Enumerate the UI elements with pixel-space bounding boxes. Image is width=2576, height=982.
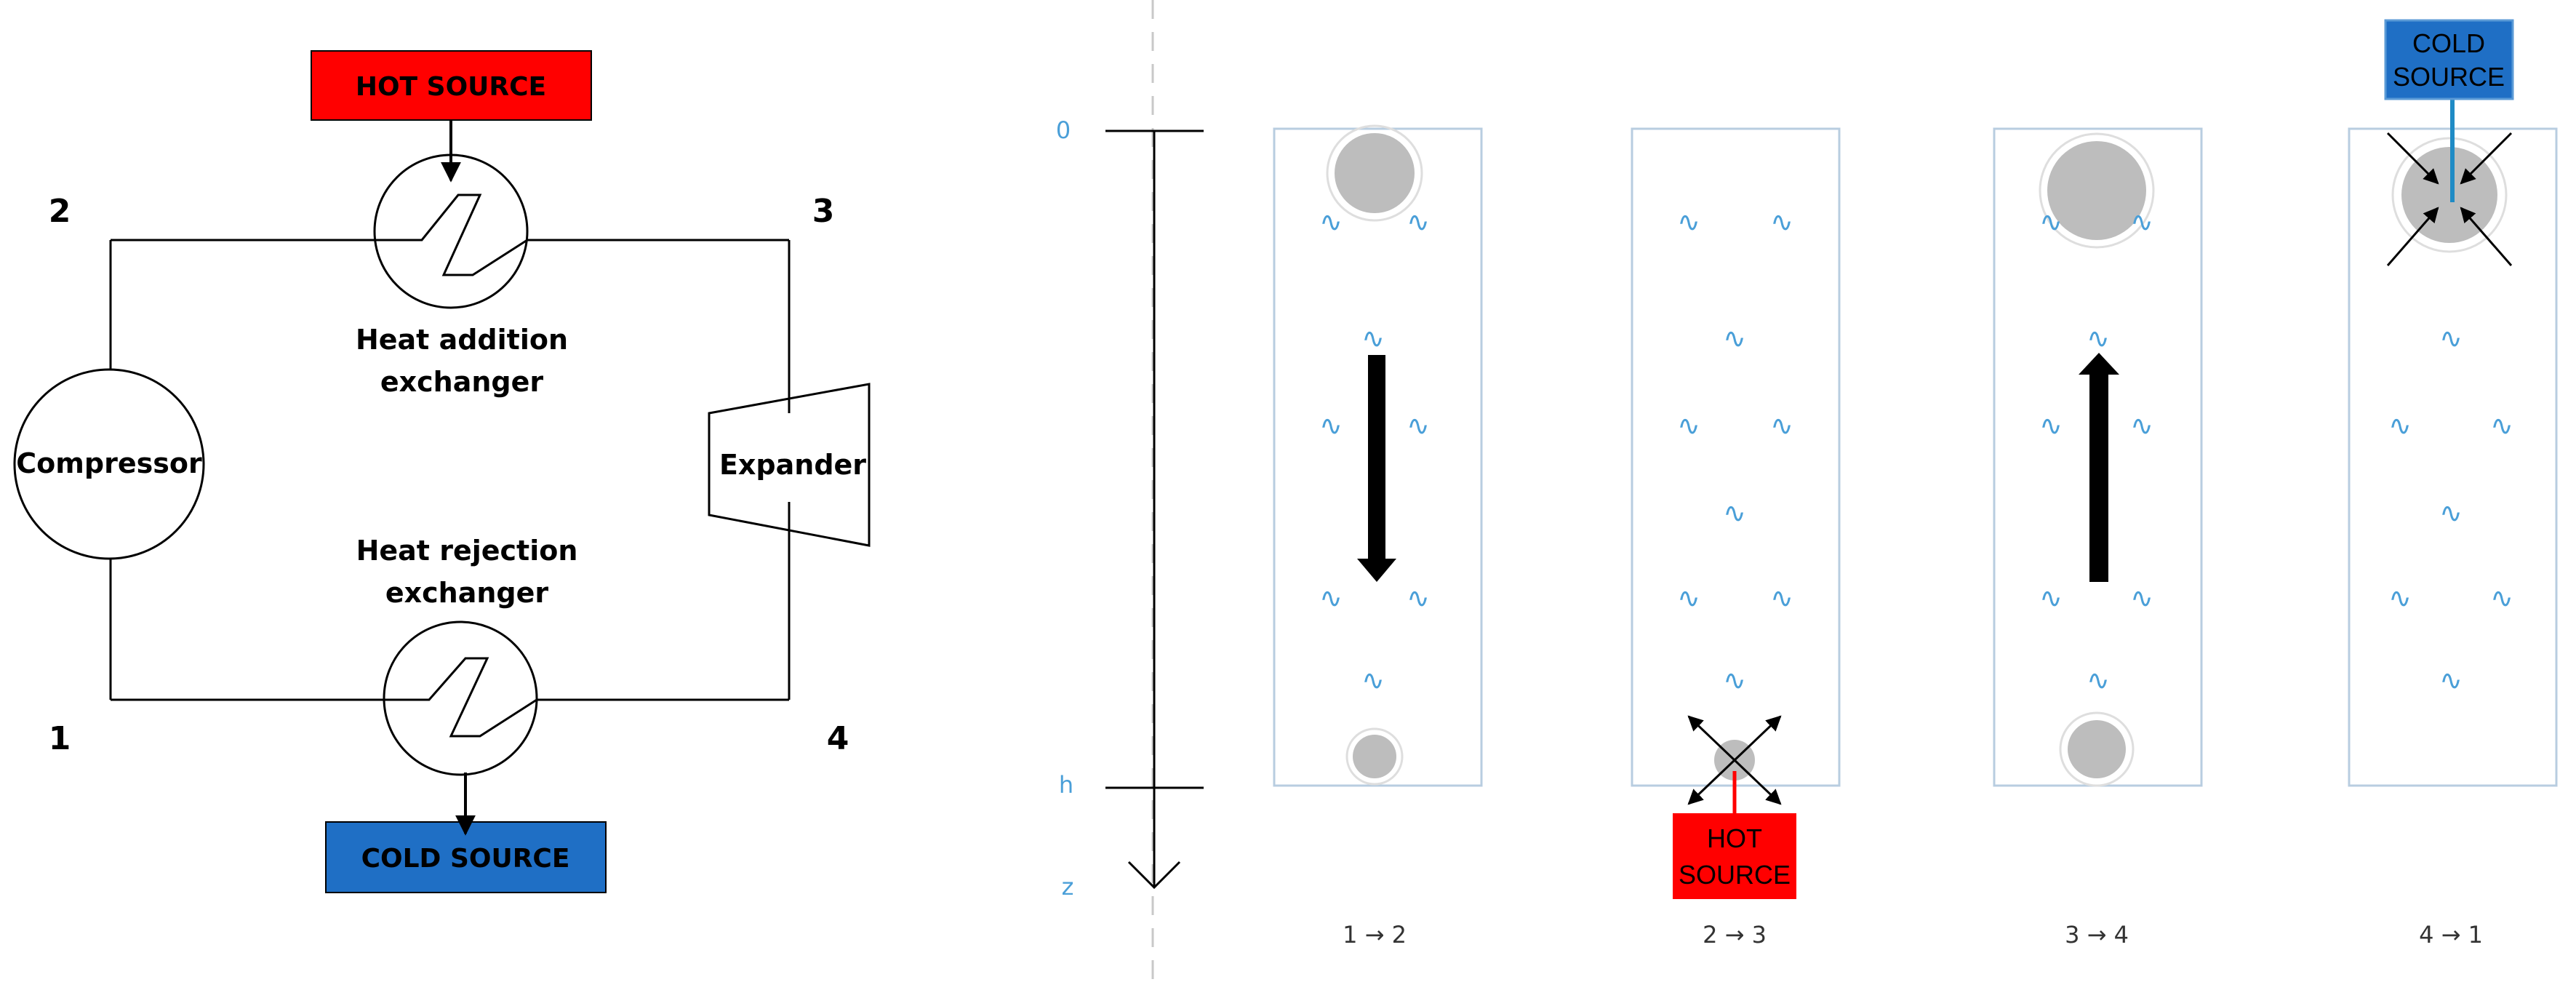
wave-marker: ∿ — [1319, 206, 1343, 238]
compressor-circle — [13, 368, 205, 560]
bubble-large-3 — [2391, 137, 2508, 253]
wave-marker: ∿ — [1770, 410, 1793, 442]
arrow-up-shaft — [2089, 375, 2108, 582]
wave-marker: ∿ — [2490, 582, 2513, 614]
wave-marker: ∿ — [1407, 582, 1430, 614]
tube-hot-source-line2: SOURCE — [1679, 860, 1791, 890]
heat-rejection-exchanger-circle — [383, 620, 538, 776]
bubble-large-2-fill — [2047, 141, 2146, 240]
wave-marker: ∿ — [2439, 664, 2463, 696]
state-point-3: 3 — [812, 193, 835, 230]
wave-marker: ∿ — [2490, 410, 2513, 442]
heat-rejection-exchanger-coil — [384, 657, 537, 738]
cycle-schematic — [13, 153, 871, 776]
wave-markers: ∿ ∿ ∿ ∿ ∿ ∿ ∿ ∿ ∿ ∿ ∿ ∿ ∿ ∿ ∿ ∿ ∿ ∿ ∿ ∿ ∿ ∿ ∿ ∿ ∿ ∿ ∿ ∿ ∿ ∿ ∿ ∿ — [1319, 206, 2513, 696]
wave-marker: ∿ — [2439, 322, 2463, 354]
compressor-label: Compressor — [16, 447, 202, 479]
tube-cold-source-line1: COLD — [2412, 28, 2485, 58]
wave-marker: ∿ — [1677, 582, 1700, 614]
hot-source-label: HOT SOURCE — [356, 72, 546, 102]
wave-marker: ∿ — [1770, 582, 1793, 614]
bubble-small-2-fill — [2068, 720, 2126, 778]
arrow-up-head — [2079, 353, 2119, 375]
wave-marker: ∿ — [1319, 410, 1343, 442]
wave-marker: ∿ — [1677, 206, 1700, 238]
heat-rejection-label-line1: Heat rejection — [356, 535, 578, 567]
bubble-large-2 — [2039, 132, 2155, 249]
expander-trapezoid — [708, 383, 871, 547]
state-point-2: 2 — [49, 193, 71, 230]
step-label-2: 2 → 3 — [1703, 921, 1767, 949]
wave-marker: ∿ — [2439, 497, 2463, 529]
wave-marker: ∿ — [1407, 410, 1430, 442]
wave-marker: ∿ — [1723, 497, 1746, 529]
wave-marker: ∿ — [2388, 410, 2412, 442]
bubble-small-2 — [2059, 711, 2135, 787]
wave-marker: ∿ — [1723, 664, 1746, 696]
wave-marker: ∿ — [1770, 206, 1793, 238]
axis-label-0: 0 — [1056, 116, 1071, 144]
hot-source-box — [311, 50, 592, 121]
wave-marker: ∿ — [1723, 322, 1746, 354]
cold-source-label: COLD SOURCE — [361, 844, 570, 874]
expander-label: Expander — [719, 449, 866, 481]
bubble-large — [1326, 124, 1423, 222]
wave-marker: ∿ — [1319, 582, 1343, 614]
bubble-large-fill — [1335, 133, 1415, 213]
step-label-4: 4 → 1 — [2419, 921, 2483, 949]
tube-hot-source-line1: HOT — [1707, 823, 1762, 853]
bubble-small-fill — [1353, 735, 1396, 778]
wave-marker: ∿ — [2039, 206, 2063, 238]
step-label-3: 3 → 4 — [2065, 921, 2129, 949]
wave-marker: ∿ — [1407, 206, 1430, 238]
wave-marker: ∿ — [1677, 410, 1700, 442]
compression-arrows — [2386, 132, 2513, 266]
heat-addition-exchanger-coil — [375, 193, 528, 276]
z-axis — [1105, 129, 1204, 890]
expansion-arrows — [1687, 715, 1782, 805]
heat-addition-label-line1: Heat addition — [356, 324, 568, 356]
arrow-down-shaft — [1368, 355, 1385, 559]
wave-marker: ∿ — [2130, 410, 2153, 442]
wave-marker: ∿ — [1361, 322, 1385, 354]
tube-1 — [1273, 127, 1483, 787]
step-label-1: 1 → 2 — [1343, 921, 1407, 949]
wave-marker: ∿ — [2087, 664, 2110, 696]
wave-marker: ∿ — [2039, 582, 2063, 614]
arrow-down-head — [1357, 559, 1396, 582]
wave-marker: ∿ — [2388, 582, 2412, 614]
tube-hot-source-box — [1673, 813, 1796, 899]
wave-marker: ∿ — [2039, 410, 2063, 442]
wave-marker: ∿ — [2130, 582, 2153, 614]
axis-label-z: z — [1062, 873, 1074, 901]
wave-marker: ∿ — [2087, 322, 2110, 354]
bubble-small — [1345, 727, 1404, 786]
axis-label-h: h — [1059, 771, 1073, 799]
state-point-4: 4 — [827, 720, 849, 757]
state-point-1: 1 — [49, 720, 71, 757]
heat-rejection-label-line2: exchanger — [385, 577, 549, 609]
tube-cold-source-line2: SOURCE — [2393, 62, 2505, 92]
wave-marker: ∿ — [1361, 664, 1385, 696]
wave-marker: ∿ — [2130, 206, 2153, 238]
heat-addition-label-line2: exchanger — [380, 366, 544, 398]
tube-cold-source-box — [2384, 19, 2514, 100]
